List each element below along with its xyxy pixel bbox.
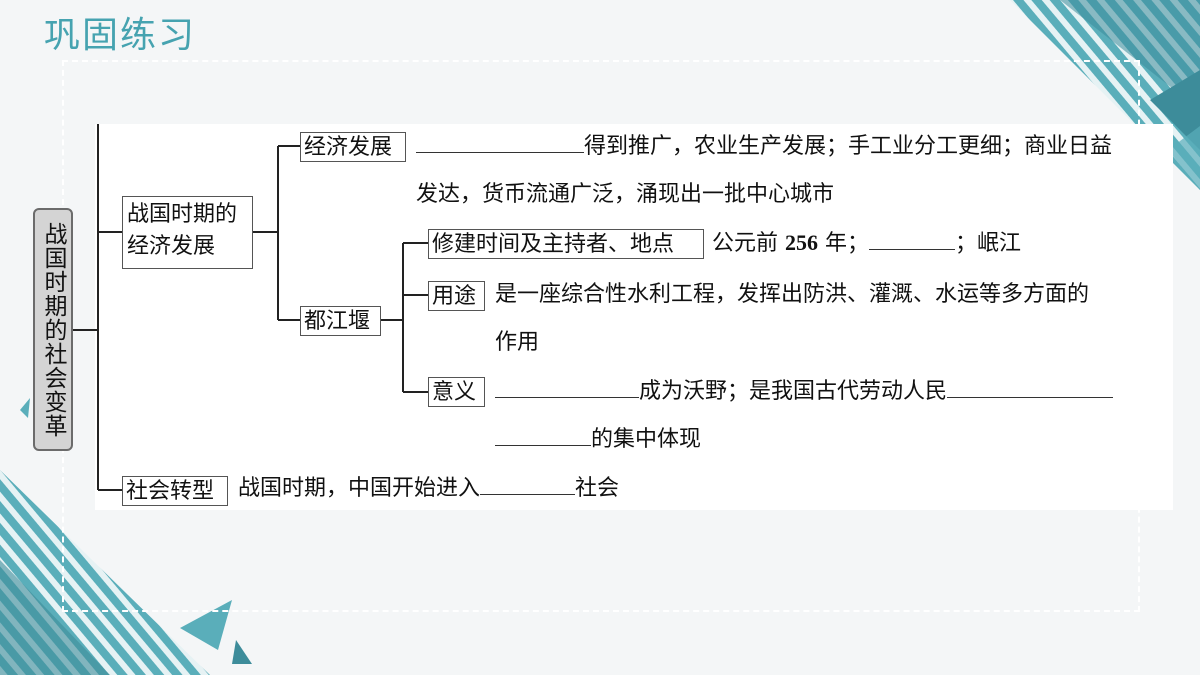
construction-prefix: 公元前 bbox=[712, 231, 779, 256]
answer-blank-economy bbox=[416, 151, 584, 153]
construction-text: 公元前 256 年； ；岷江 bbox=[712, 228, 1021, 259]
economy-text-line1: 得到推广，农业生产发展；手工业分工更细；商业日益 bbox=[416, 132, 1112, 162]
answer-blank-meaning-3 bbox=[495, 444, 591, 446]
meaning-line2: 的集中体现 bbox=[591, 427, 702, 452]
economy-line1: 得到推广，农业生产发展；手工业分工更细；商业日益 bbox=[584, 134, 1113, 159]
node-dujiangyan: 都江堰 bbox=[300, 306, 381, 336]
node-label-line1: 战国时期的 bbox=[127, 202, 238, 227]
node-construction-info: 修建时间及主持者、地点 bbox=[428, 229, 704, 259]
use-text-line1: 是一座综合性水利工程，发挥出防洪、灌溉、水运等多方面的 bbox=[495, 282, 1090, 307]
meaning-text-line2: 的集中体现 bbox=[495, 425, 701, 455]
construction-year: 256 bbox=[785, 230, 819, 255]
node-economy: 经济发展 bbox=[300, 132, 406, 162]
content-panel bbox=[95, 124, 1173, 510]
page-title: 巩固练习 bbox=[44, 15, 197, 56]
answer-blank-social bbox=[480, 493, 576, 495]
construction-suffix: 年； bbox=[825, 231, 870, 256]
answer-blank-meaning-1 bbox=[495, 396, 639, 398]
answer-blank-meaning-2 bbox=[947, 396, 1114, 398]
economy-text-line2: 发达，货币流通广泛，涌现出一批中心城市 bbox=[416, 182, 835, 207]
answer-blank-builder bbox=[869, 248, 956, 250]
meaning-text-line1: 成为沃野；是我国古代劳动人民 bbox=[495, 377, 1114, 407]
construction-end: ；岷江 bbox=[955, 231, 1022, 256]
root-node: 战国时期的社会变革 bbox=[33, 208, 73, 451]
social-transition-prefix: 战国时期，中国开始进入 bbox=[238, 476, 481, 501]
use-text-line2: 作用 bbox=[495, 330, 540, 355]
node-social-transition: 社会转型 bbox=[122, 476, 228, 506]
node-use: 用途 bbox=[428, 281, 485, 311]
social-transition-suffix: 社会 bbox=[575, 476, 620, 501]
node-label-line2: 经济发展 bbox=[127, 234, 216, 259]
node-meaning: 意义 bbox=[428, 377, 485, 407]
meaning-line1: 成为沃野；是我国古代劳动人民 bbox=[639, 379, 948, 404]
node-economic-development-period: 战国时期的 经济发展 bbox=[122, 196, 253, 269]
social-transition-text: 战国时期，中国开始进入 社会 bbox=[238, 474, 619, 504]
